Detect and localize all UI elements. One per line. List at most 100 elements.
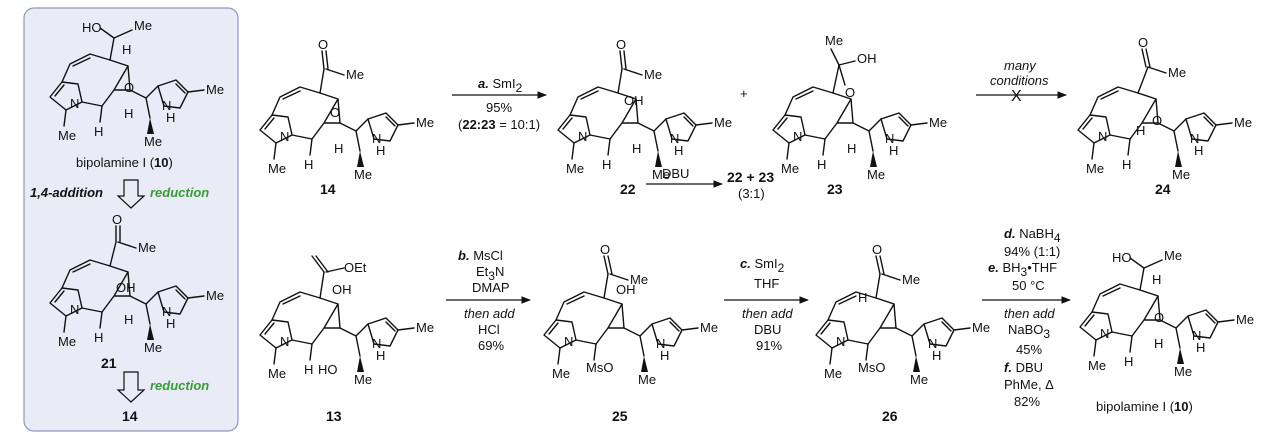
label-26: 26 xyxy=(882,408,898,424)
atom-Me: Me xyxy=(630,272,648,287)
dbu-ratio: (3:1) xyxy=(738,186,765,201)
atom-O2: O xyxy=(330,105,340,120)
atom-H4: H xyxy=(1196,340,1205,355)
dbu-reagent: DBU xyxy=(662,166,689,181)
fail-line1: many xyxy=(1004,58,1037,73)
panel-compound-21: 21 xyxy=(101,355,117,371)
step-b-line1: b. MsCl xyxy=(458,248,503,263)
atom-H: H xyxy=(304,157,313,172)
step-b-yield: 69% xyxy=(478,338,504,353)
atom-Me: Me xyxy=(346,67,364,82)
plus-sign: + xyxy=(740,86,748,101)
atom-OH: OH xyxy=(624,93,644,108)
panel-top-label: bipolamine I (10) xyxy=(76,155,173,170)
atom-N2: N xyxy=(670,131,679,146)
retro-arrow-1 xyxy=(116,179,146,209)
atom-N: N xyxy=(70,302,79,317)
atom-N: N xyxy=(564,334,573,349)
atom-H2: H xyxy=(632,141,641,156)
step-c-yield: 91% xyxy=(756,338,782,353)
label-14: 14 xyxy=(320,181,336,197)
atom-Me: Me xyxy=(902,272,920,287)
atom-N2: N xyxy=(1190,131,1199,146)
atom-Me: Me xyxy=(134,18,152,33)
dbu-product: 22 + 23 xyxy=(727,169,774,185)
step-e-temp: 50 °C xyxy=(1012,278,1045,293)
structure-26: O Me H N N Me Me MsO Me H xyxy=(815,242,990,387)
atom-Me2: Me xyxy=(929,115,947,130)
atom-H3: H xyxy=(1154,336,1163,351)
atom-H3: H xyxy=(674,143,683,158)
atom-Me2: Me xyxy=(416,320,434,335)
atom-Me4: Me xyxy=(638,372,656,387)
atom-Me3: Me xyxy=(1088,358,1106,373)
step-f-cond: PhMe, Δ xyxy=(1004,377,1054,392)
atom-OH: OH xyxy=(857,51,877,66)
atom-H: H xyxy=(304,362,313,377)
step-b-line3: DMAP xyxy=(472,280,510,295)
step-a-yield: 95% xyxy=(486,100,512,115)
atom-H: H xyxy=(94,330,103,345)
atom-Me4: Me xyxy=(354,372,372,387)
fail-cross-icon: X xyxy=(1011,88,1022,105)
atom-O: O xyxy=(1138,35,1148,50)
atom-H: H xyxy=(1152,272,1161,287)
atom-H2: H xyxy=(847,141,856,156)
atom-HO: HO xyxy=(318,362,338,377)
atom-N2: N xyxy=(928,336,937,351)
atom-N: N xyxy=(793,129,802,144)
label-23: 23 xyxy=(827,181,843,197)
atom-N: N xyxy=(1100,326,1109,341)
step-b-line2: Et3N xyxy=(476,264,504,283)
atom-Me3: Me xyxy=(58,128,76,143)
label-22: 22 xyxy=(620,181,636,197)
atom-Me2: Me xyxy=(700,320,718,335)
atom-Me: Me xyxy=(138,240,156,255)
atom-H3: H xyxy=(932,348,941,363)
atom-N2: N xyxy=(656,336,665,351)
atom-H: H xyxy=(122,42,131,57)
atom-OEt: OEt xyxy=(344,260,367,275)
atom-O: O xyxy=(600,242,610,257)
atom-OH: OH xyxy=(332,282,352,297)
atom-OH: OH xyxy=(116,280,136,295)
atom-O2: O xyxy=(1152,113,1162,128)
atom-Me2: Me xyxy=(1236,312,1254,327)
step-b-then: then add xyxy=(464,306,515,321)
atom-H3: H xyxy=(376,348,385,363)
structure-bipolamine-top: HO Me H O N N Me Me H H Me H xyxy=(49,18,224,149)
fail-line2: conditions xyxy=(990,73,1049,88)
atom-Me4: Me xyxy=(867,167,885,182)
retrosynthesis-panel xyxy=(23,7,239,432)
step-a-reagent: a. SmI2 xyxy=(478,76,523,95)
structure-22: O Me OH N N Me Me H H Me H xyxy=(557,37,732,182)
atom-Me3: Me xyxy=(824,366,842,381)
atom-O: O xyxy=(616,37,626,52)
step-c-line2: THF xyxy=(754,276,779,291)
step-reduction-1: reduction xyxy=(150,185,209,200)
atom-N2: N xyxy=(1192,328,1201,343)
atom-H3: H xyxy=(1194,143,1203,158)
atom-Me2: Me xyxy=(714,115,732,130)
atom-Me4: Me xyxy=(652,167,670,182)
atom-H3: H xyxy=(889,143,898,158)
step-b-line4: HCl xyxy=(478,322,500,337)
atom-OH: OH xyxy=(616,282,636,297)
structure-25: O Me OH N N Me Me MsO Me H xyxy=(543,242,718,387)
atom-H2: H xyxy=(124,312,133,327)
atom-Me: Me xyxy=(1164,248,1182,263)
step-c-then: then add xyxy=(742,306,793,321)
atom-Me4: Me xyxy=(1172,167,1190,182)
retro-arrow-2 xyxy=(116,371,146,403)
label-25: 25 xyxy=(612,408,628,424)
structure-bipolamine-product: HO Me H O N N Me Me H H Me H xyxy=(1079,248,1254,379)
atom-O: O xyxy=(124,80,134,95)
atom-N: N xyxy=(1098,129,1107,144)
atom-HO: HO xyxy=(1112,250,1132,265)
structure-14: O Me O N N Me Me H H Me H xyxy=(259,37,434,182)
step-f-yield: 82% xyxy=(1014,394,1040,409)
step-c-line1: c. SmI2 xyxy=(740,256,785,275)
atom-Me3: Me xyxy=(268,161,286,176)
step-e-reagent: e. BH3•THF xyxy=(988,260,1057,279)
step-e-reagent2: NaBO3 xyxy=(1008,322,1050,341)
